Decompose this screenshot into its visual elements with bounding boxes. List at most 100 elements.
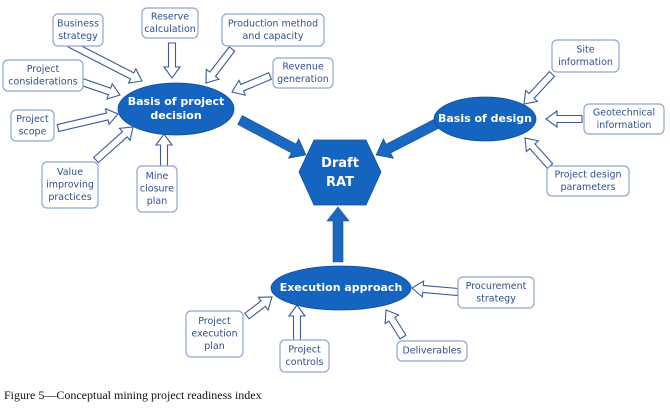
reserve-calculation-box-frame (141, 7, 199, 39)
project-controls-box-label-line: Project (288, 344, 321, 355)
revenue-generation-box: Revenue generation (272, 57, 334, 89)
revenue-generation-arrow (231, 72, 273, 96)
project-design-parameters-box-label-line: parameters (560, 182, 615, 193)
deliverables-box-frame (396, 340, 468, 362)
project-controls-box-label-line: controls (286, 357, 324, 368)
value-improving-arrow (92, 126, 134, 164)
site-information-box-frame (551, 39, 620, 73)
basis-of-project-decision-node-label-line: decision (150, 109, 201, 122)
site-information-box-label-line: Site (576, 44, 594, 55)
draft-rat-label-line: RAT (326, 175, 354, 190)
mine-closure-box-label-line: closure (140, 184, 174, 195)
business-strategy-box-label-line: strategy (58, 31, 98, 42)
business-strategy-box-label-line: Business (57, 18, 99, 29)
revenue-generation-box-label-line: generation (277, 74, 329, 85)
geotechnical-information-box-label-line: Geotechnical (593, 107, 655, 118)
value-improving-box-label-line: practices (48, 192, 91, 203)
procurement-strategy-arrow (411, 279, 459, 299)
basis-of-design-node: Basis of design (433, 96, 537, 142)
draft-rat-hexagon (298, 139, 382, 206)
site-information-arrow (523, 70, 556, 105)
value-improving-box-label-line: Value (57, 167, 83, 178)
project-controls-box: Project controls (279, 339, 330, 373)
revenue-generation-box-frame (272, 57, 334, 89)
procurement-strategy-box-label-line: strategy (476, 293, 516, 304)
geotechnical-information-arrow (545, 109, 583, 129)
readiness-diagram: Business strategy Reserve calculation Produc… (2, 7, 665, 373)
project-controls-box-label: Project controls (286, 344, 324, 368)
project-execution-plan-box-frame (185, 310, 244, 358)
deliverables-box-label-line: Deliverables (402, 346, 461, 357)
project-scope-box-frame (10, 109, 55, 142)
reserve-calculation-box-label: Reserve calculation (144, 11, 196, 35)
project-scope-box-label-line: Project (16, 114, 49, 125)
basis-of-design-node-label: Basis of design (438, 112, 532, 125)
execution-approach-node: Execution approach (270, 265, 412, 311)
business-strategy-box-frame (52, 13, 104, 47)
execution-approach-node-label-line: Execution approach (280, 281, 403, 294)
geotechnical-information-box-frame (583, 103, 665, 135)
execution-to-rat-arrow (326, 206, 350, 263)
decision-to-rat-arrow (237, 115, 307, 159)
project-execution-plan-box-label-line: plan (204, 341, 225, 352)
mine-closure-box-label-line: Mine (146, 171, 169, 182)
execution-approach-node-shape (270, 265, 412, 311)
project-considerations-box-frame (2, 59, 84, 92)
production-method-arrow (205, 46, 236, 84)
project-execution-plan-arrow (244, 296, 273, 320)
figure-caption: Figure 5—Conceptual mining project readi… (4, 388, 262, 402)
revenue-generation-box-label-line: Revenue (282, 61, 324, 72)
geotechnical-information-box-label-line: information (597, 120, 652, 131)
reserve-calculation-box-label-line: calculation (144, 24, 196, 35)
geotechnical-information-box-label: Geotechnical information (593, 107, 655, 131)
mine-closure-box-frame (136, 165, 178, 213)
procurement-strategy-box-label-line: Procurement (466, 281, 527, 292)
production-method-box-label: Production method and capacity (228, 18, 318, 42)
reserve-calculation-arrow (162, 42, 182, 79)
production-method-box-label-line: Production method (228, 18, 318, 29)
basis-of-design-node-shape (433, 96, 537, 142)
reserve-calculation-box-label-line: Reserve (151, 11, 189, 22)
geotechnical-information-box: Geotechnical information (583, 103, 665, 135)
project-design-parameters-box-frame (546, 165, 630, 197)
value-improving-box-frame (41, 161, 99, 209)
execution-approach-node-label: Execution approach (280, 281, 403, 294)
production-method-box: Production method and capacity (221, 13, 325, 47)
basis-of-project-decision-node-label-line: Basis of project (128, 95, 225, 108)
project-scope-box-label-line: scope (19, 126, 47, 137)
production-method-box-label-line: and capacity (243, 31, 304, 42)
design-to-rat-arrow (375, 119, 439, 159)
project-controls-arrow (287, 304, 307, 341)
production-method-box-frame (221, 13, 325, 47)
project-considerations-box-label-line: considerations (8, 76, 77, 87)
business-strategy-box: Business strategy (52, 13, 104, 47)
basis-of-design-node-label-line: Basis of design (438, 112, 532, 125)
project-considerations-arrow (80, 77, 121, 100)
project-controls-box-frame (279, 339, 330, 373)
draft-rat-label-line: Draft (321, 156, 359, 171)
deliverables-box-label: Deliverables (402, 346, 461, 357)
business-strategy-box-label: Business strategy (57, 18, 99, 42)
deliverables-box: Deliverables (396, 340, 468, 362)
project-execution-plan-box-label-line: Project (198, 316, 231, 327)
project-execution-plan-box-label-line: execution (191, 329, 237, 340)
revenue-generation-box-label: Revenue generation (277, 61, 329, 85)
reserve-calculation-box: Reserve calculation (141, 7, 199, 39)
